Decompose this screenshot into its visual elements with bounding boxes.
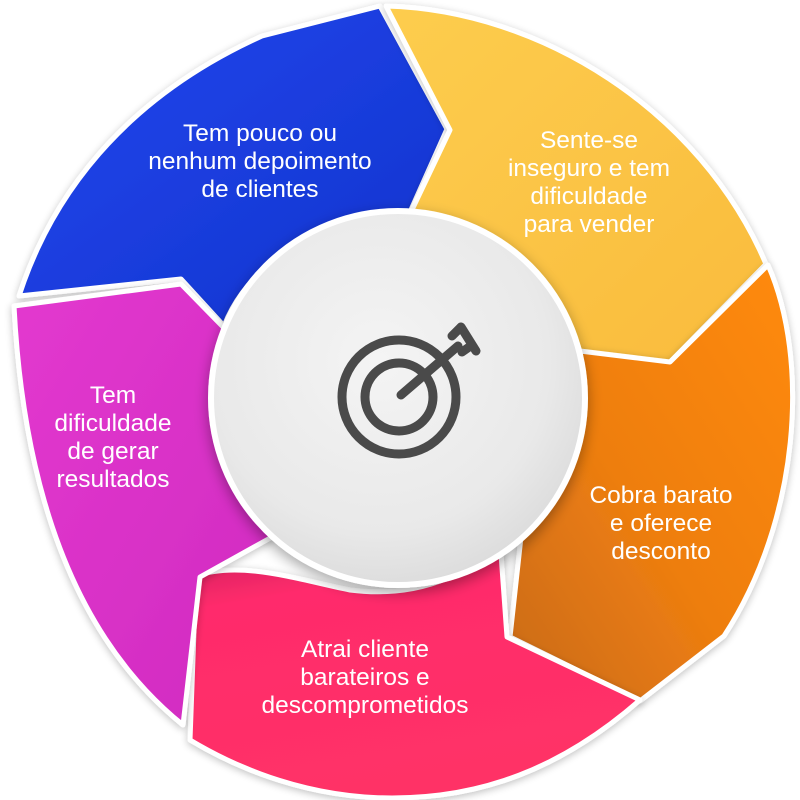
segment-label-line: Cobra barato xyxy=(589,482,732,509)
segment-label-line: de clientes xyxy=(201,176,318,203)
cycle-segment-4 xyxy=(187,537,643,800)
segment-label-line: e oferece xyxy=(610,510,712,537)
segment-label-line: resultados xyxy=(56,466,169,493)
segment-label-line: de gerar xyxy=(67,438,158,465)
segment-label-line: Tem xyxy=(90,382,136,409)
segment-label-line: Sente-se xyxy=(540,127,638,154)
segment-label-line: para vender xyxy=(524,211,655,238)
segment-label-line: Tem pouco ou xyxy=(183,120,337,147)
segment-label-line: desconto xyxy=(611,538,710,565)
segment-label-line: dificuldade xyxy=(530,183,647,210)
segment-label-line: Atrai cliente xyxy=(301,636,429,663)
segment-label-line: descomprometidos xyxy=(262,692,469,719)
segment-label-line: inseguro e tem xyxy=(508,155,670,182)
segment-label-line: dificuldade xyxy=(54,410,171,437)
segment-label-line: barateiros e xyxy=(300,664,429,691)
segment-label-line: nenhum depoimento xyxy=(148,148,371,175)
target-arrow-icon xyxy=(337,322,481,459)
